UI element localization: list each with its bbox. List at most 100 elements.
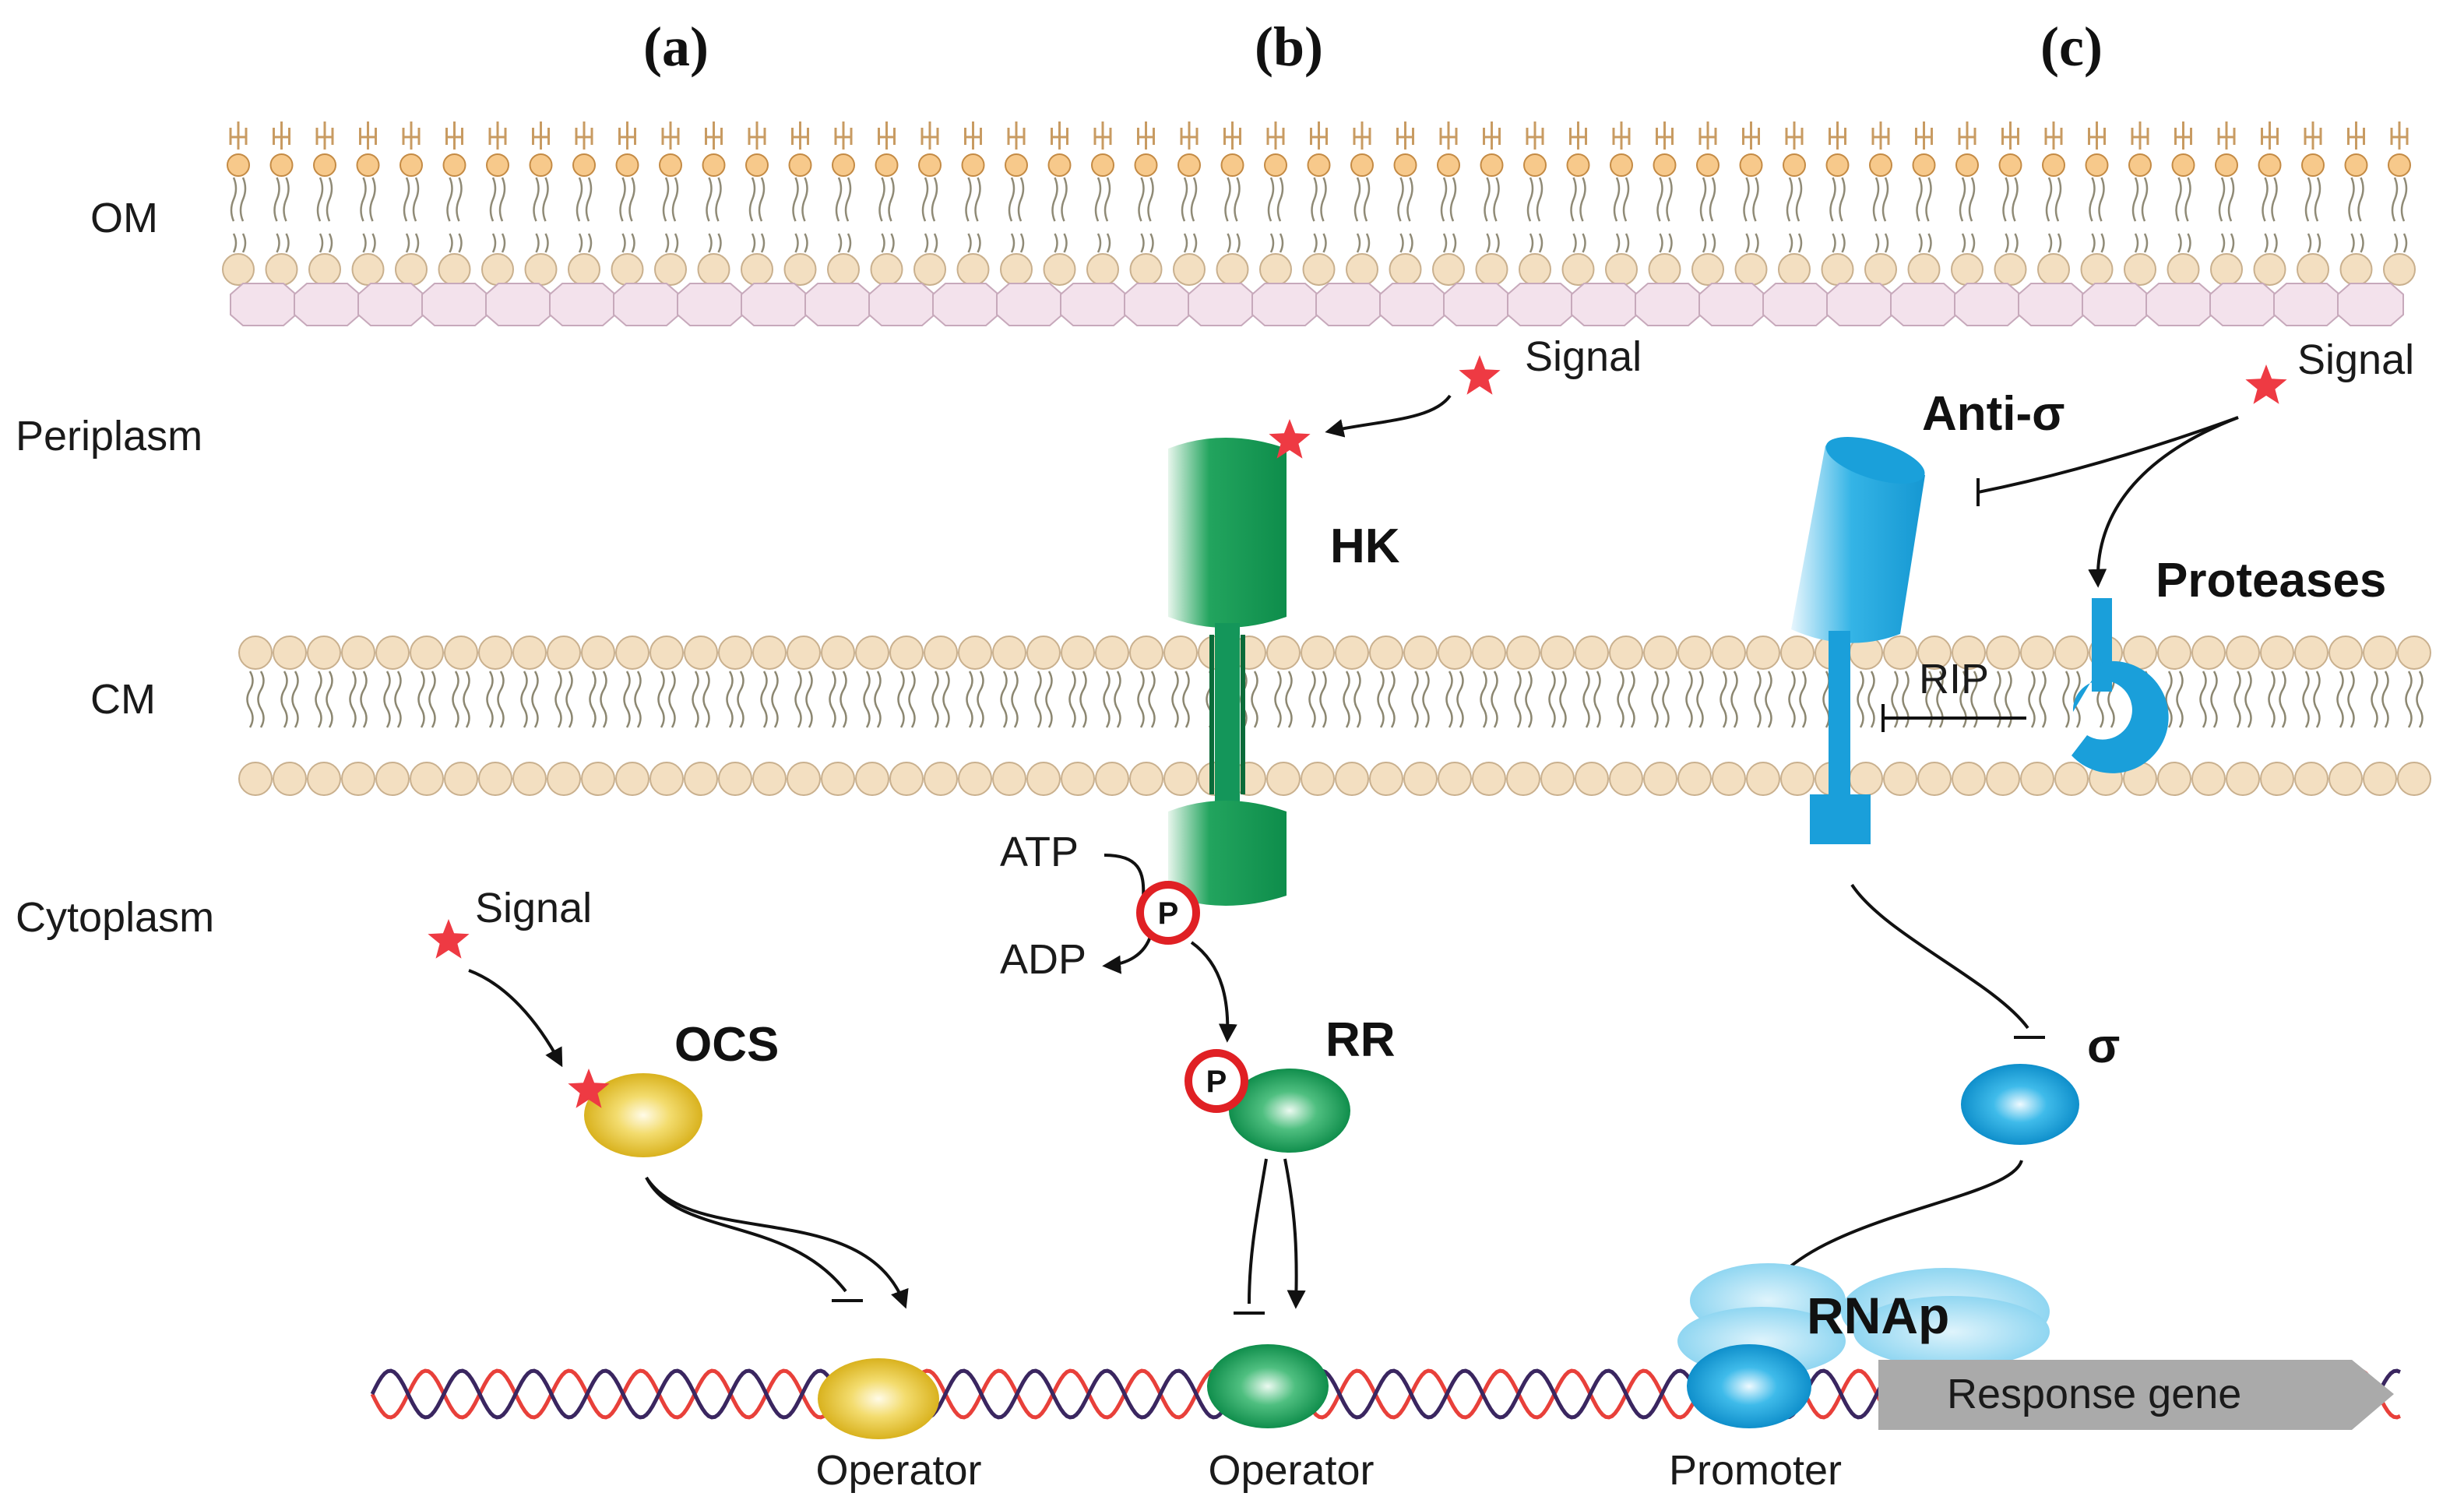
lipid-tail-inner — [405, 233, 420, 253]
cm-lipid-head-inner — [2191, 762, 2226, 796]
cm-lipid-head-outer — [2294, 636, 2328, 670]
lps-stub — [1569, 121, 1587, 150]
lipid-head — [1264, 153, 1287, 177]
cm-lipid-head-inner — [1540, 762, 1575, 796]
cm-lipid-tail — [2233, 671, 2252, 728]
lipid-head — [2128, 153, 2152, 177]
lipid-head-inner — [1302, 253, 1336, 286]
lps-hexagon — [2273, 283, 2340, 326]
signal-star-c — [2245, 364, 2287, 404]
lps-hexagon — [1379, 283, 1446, 326]
lps-hexagon — [2337, 283, 2404, 326]
lps-stub — [661, 121, 680, 150]
lipid-head — [2215, 153, 2238, 177]
cm-lipid-head-outer — [1026, 636, 1061, 670]
lipid-head-inner — [2253, 253, 2286, 286]
cm-lipid-head-outer — [2191, 636, 2226, 670]
lipid-tail-inner — [232, 233, 247, 253]
cm-lipid-tail — [520, 671, 539, 728]
lipid-head-inner — [2297, 253, 2329, 286]
phospho-label-rr: P — [1206, 1065, 1227, 1099]
cm-lipid-head-outer — [2397, 636, 2431, 670]
lps-stub — [2304, 121, 2322, 150]
lipid-tail — [2002, 177, 2019, 222]
cm-lipid-tail — [1548, 671, 1567, 728]
lps-hexagon — [230, 283, 297, 326]
cm-lipid-head-inner — [410, 762, 444, 796]
cm-lipid-tail — [554, 671, 573, 728]
lipid-head — [1523, 153, 1547, 177]
lipid-tail-inner — [1961, 233, 1976, 253]
cm-lipid-tail — [417, 671, 436, 728]
cm-lipid-head-outer — [1095, 636, 1129, 670]
lipid-head-inner — [1259, 253, 1292, 286]
lipid-head-inner — [524, 253, 558, 286]
lipid-head-inner — [1648, 253, 1681, 286]
cm-lipid-head-inner — [1301, 762, 1335, 796]
lipid-tail-inner — [1486, 233, 1500, 253]
rip-label: RIP — [1919, 656, 1989, 702]
lipid-head — [1350, 153, 1374, 177]
lps-hexagon — [868, 283, 935, 326]
lps-hexagon — [2018, 283, 2085, 326]
lipid-head — [313, 153, 336, 177]
cm-lipid-head-inner — [684, 762, 718, 796]
lipid-tail — [2045, 177, 2062, 222]
cm-lipid-head-inner — [1609, 762, 1643, 796]
lipid-tail — [316, 177, 333, 222]
lipid-tail-inner — [2350, 233, 2364, 253]
lipid-head — [1177, 153, 1201, 177]
lipid-head-inner — [1475, 253, 1508, 286]
lipid-head — [918, 153, 942, 177]
lipid-tail-inner — [2134, 233, 2149, 253]
lipid-head — [1610, 153, 1633, 177]
lipid-tail-inner — [1572, 233, 1586, 253]
cm-lipid-head-outer — [821, 636, 855, 670]
lipid-tail-inner — [1702, 233, 1716, 253]
cm-lipid-head-outer — [341, 636, 375, 670]
lipid-head — [2171, 153, 2195, 177]
lipid-tail — [1699, 177, 1716, 222]
cm-lipid-head-outer — [1575, 636, 1609, 670]
signal-label-c: Signal — [2297, 336, 2414, 383]
cm-lipid-tail — [2028, 671, 2047, 728]
cm-lipid-tail — [383, 671, 402, 728]
one-component-system — [584, 1073, 702, 1157]
lps-hexagon — [932, 283, 999, 326]
cm-lipid-head-inner — [1095, 762, 1129, 796]
lps-hexagon — [1124, 283, 1191, 326]
rna-polymerase — [1677, 1263, 2050, 1375]
om-label: OM — [90, 195, 158, 241]
lipid-head — [572, 153, 596, 177]
cm-lipid-tail — [1480, 671, 1498, 728]
cm-lipid-tail — [966, 671, 984, 728]
lipid-tail-inner — [1054, 233, 1068, 253]
lipid-tail-inner — [1832, 233, 1846, 253]
lps-stub — [445, 121, 463, 150]
lipid-tail-inner — [491, 233, 506, 253]
lipid-tail — [1613, 177, 1630, 222]
lipid-head-inner — [2383, 253, 2416, 286]
cm-lipid-head-inner — [1712, 762, 1746, 796]
signal-to-ocs-arrow — [468, 969, 563, 1068]
cm-lipid-tail — [246, 671, 265, 728]
lipid-head — [442, 153, 466, 177]
lipid-head — [2042, 153, 2065, 177]
rnap-label: RNAp — [1807, 1287, 1949, 1344]
lipid-tail — [273, 177, 290, 222]
lipid-tail — [446, 177, 463, 222]
ocs-repress-line — [645, 1177, 847, 1293]
lipid-head-inner — [351, 253, 385, 286]
cm-lipid-head-outer — [1952, 636, 1986, 670]
cm-lipid-head-inner — [1883, 762, 1917, 796]
lipid-tail — [489, 177, 506, 222]
phospho-group-rr: P — [1184, 1049, 1248, 1113]
cm-lipid-tail — [1034, 671, 1053, 728]
lipid-tail-inner — [449, 233, 463, 253]
anti-sigma-factor — [1791, 437, 1925, 844]
cm-lipid-tail — [1000, 671, 1019, 728]
lps-hexagon — [996, 283, 1063, 326]
cm-lipid-tail — [897, 671, 916, 728]
cm-lipid-head-inner — [1061, 762, 1095, 796]
cm-lipid-head-outer — [444, 636, 478, 670]
